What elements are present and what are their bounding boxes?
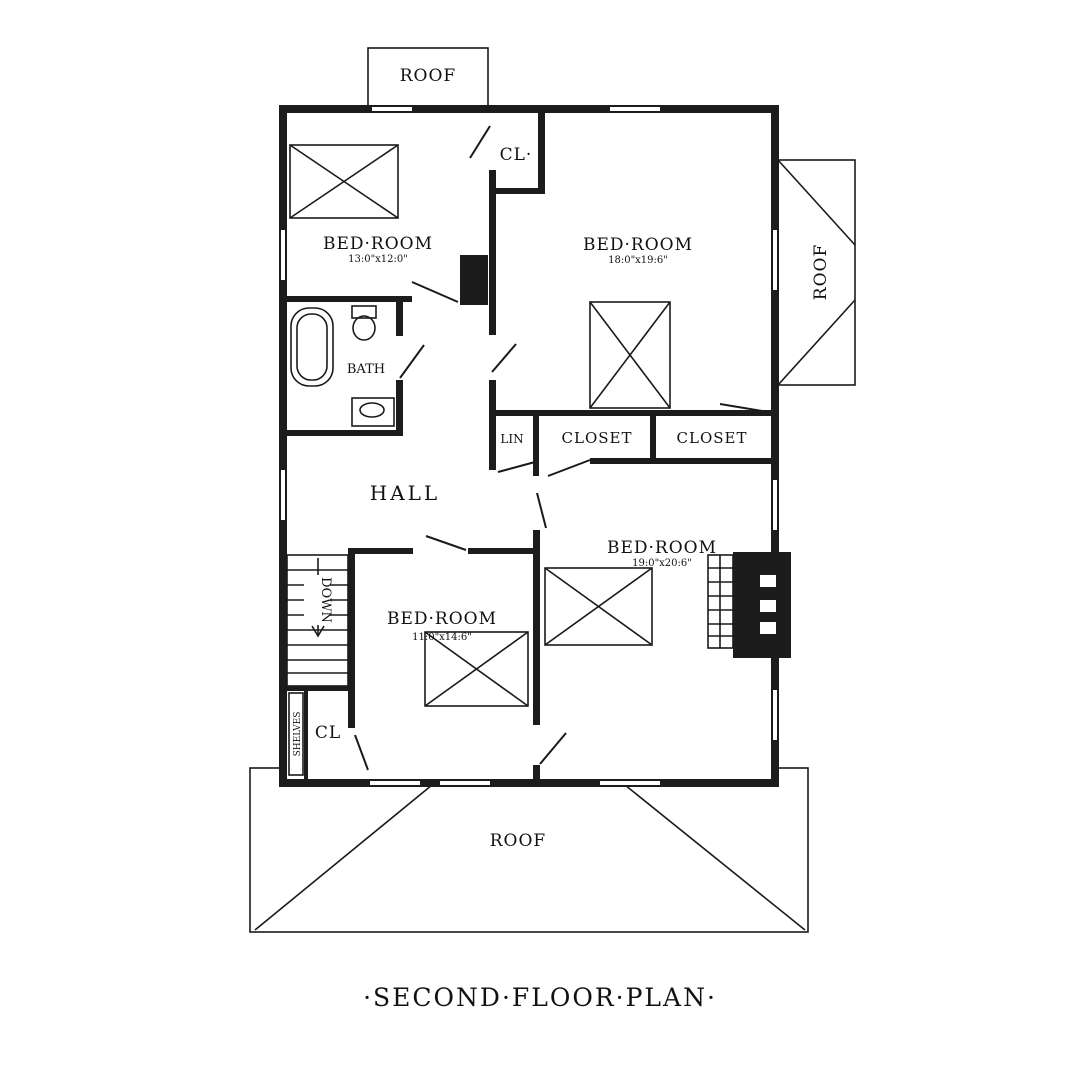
- roof-top: ROOF: [367, 47, 489, 107]
- bedroom-nw-size: 13:0"x12:0": [348, 254, 408, 265]
- hall-label: HALL: [370, 481, 440, 505]
- shelves: SHELVES: [288, 692, 304, 776]
- bathtub: [290, 307, 334, 387]
- closet-sw-label: CL: [315, 723, 341, 743]
- fireplace: [707, 552, 791, 658]
- toilet: [351, 305, 377, 341]
- closet-2-label: CLOSET: [677, 429, 748, 447]
- bath-label: BATH: [347, 362, 385, 377]
- bed-ne: [589, 301, 671, 409]
- bedroom-sw-size: 11:0"x14:6": [412, 632, 472, 643]
- roof-bottom: ROOF: [249, 767, 809, 933]
- closet-nw-label: CL·: [500, 145, 533, 165]
- closet-1-label: CLOSET: [562, 429, 633, 447]
- stairs-label: DOWN: [318, 577, 333, 623]
- bedroom-ne-size: 18:0"x19:6": [608, 255, 668, 266]
- bedroom-nw-label: BED·ROOM: [323, 234, 433, 254]
- bedroom-se-size: 19:0"x20:6": [632, 558, 692, 569]
- shelves-label: SHELVES: [293, 712, 303, 757]
- sink: [351, 397, 395, 427]
- roof-right-label: ROOF: [811, 244, 831, 300]
- bed-nw: [289, 144, 399, 219]
- bedroom-se-label: BED·ROOM: [607, 538, 717, 558]
- bedroom-sw-label: BED·ROOM: [387, 609, 497, 629]
- roof-top-label: ROOF: [400, 66, 456, 86]
- doors: [354, 125, 769, 771]
- bedroom-ne-label: BED·ROOM: [583, 235, 693, 255]
- linen-closet-label: LIN: [500, 432, 523, 446]
- roof-bottom-label: ROOF: [490, 831, 546, 851]
- roof-right: ROOF: [777, 159, 856, 386]
- plan-title: ·SECOND·FLOOR·PLAN·: [363, 983, 717, 1012]
- stairs: DOWN: [286, 554, 349, 687]
- bed-se: [544, 567, 653, 646]
- interior-walls: [287, 113, 771, 779]
- bed-sw: [424, 631, 529, 707]
